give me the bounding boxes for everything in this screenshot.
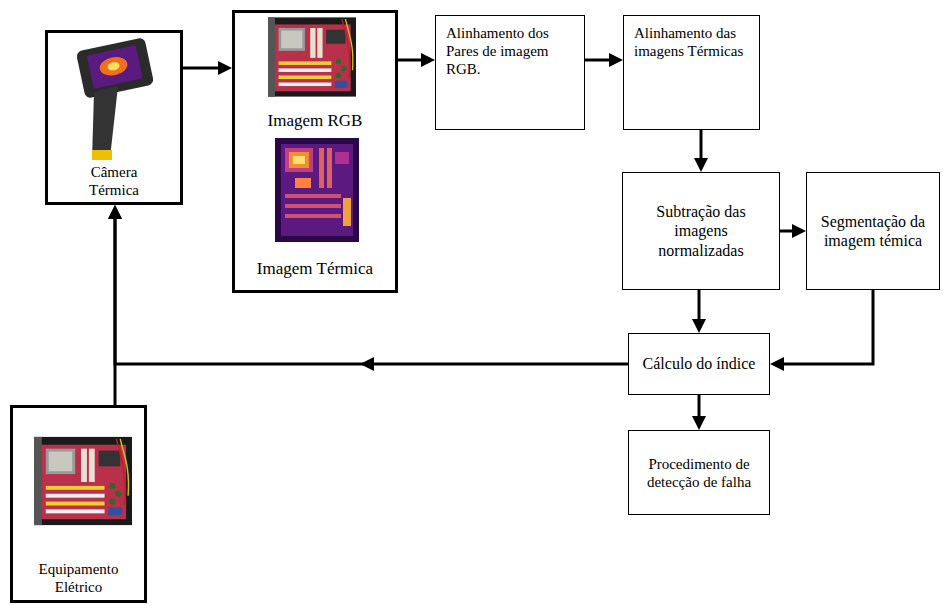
arrow-connector xyxy=(108,205,122,405)
process-box: Subtração das imagens normalizadas xyxy=(622,172,780,290)
arrow-connector xyxy=(692,290,706,333)
arrow-connector xyxy=(183,61,232,75)
arrow-head xyxy=(421,53,435,67)
node-label: Câmera Térmica xyxy=(74,163,154,199)
arrow-connector xyxy=(585,53,623,67)
process-box: Alinhamento das imagens Térmicas xyxy=(623,15,760,130)
process-box: Procedimento de detecção de falha xyxy=(628,430,770,515)
node-label: Equipamento Elétrico xyxy=(31,560,126,596)
arrow-connector xyxy=(108,205,628,371)
equipment-box: Equipamento Elétrico xyxy=(10,405,147,603)
process-box: Alinhamento dos Pares de imagem RGB. xyxy=(435,15,585,130)
rgb-board-photo xyxy=(268,17,356,96)
connector-line xyxy=(698,290,701,319)
node-label: Subtração das imagens normalizadas xyxy=(631,202,771,260)
arrow-connector xyxy=(398,53,435,67)
arrow-head xyxy=(792,224,806,238)
connector-line xyxy=(698,395,701,416)
process-box: Cálculo do índice xyxy=(628,333,770,395)
node-label: Segmentação da imagem témica xyxy=(815,212,931,250)
camera-box: Câmera Térmica xyxy=(45,30,183,205)
arrow-head xyxy=(770,357,784,371)
image-pair-box: Imagem RGB Imagem Térmica xyxy=(232,10,398,293)
node-label: Cálculo do índice xyxy=(643,354,756,373)
arrow-head xyxy=(692,416,706,430)
process-box: Segmentação da imagem témica xyxy=(806,172,940,290)
connector-line xyxy=(398,59,421,62)
connector-line xyxy=(114,219,117,405)
arrow-head xyxy=(694,158,708,172)
arrow-head xyxy=(360,357,374,371)
arrow-head xyxy=(108,205,122,219)
equipment-photo xyxy=(34,437,132,525)
arrow-head xyxy=(692,319,706,333)
connector-line xyxy=(585,59,609,62)
arrow-connector xyxy=(692,395,706,430)
arrow-connector xyxy=(770,290,873,371)
arrow-head xyxy=(609,53,623,67)
arrow-connector xyxy=(694,130,708,172)
thermal-board-image xyxy=(275,138,359,242)
connector-line xyxy=(700,130,703,158)
arrow-head xyxy=(218,61,232,75)
node-label: Imagem Térmica xyxy=(239,259,391,279)
connector-line xyxy=(183,67,218,70)
arrow-connector xyxy=(780,224,806,238)
arrow-head xyxy=(108,205,122,219)
node-label: Alinhamento das imagens Térmicas xyxy=(634,24,749,60)
node-label: Imagem RGB xyxy=(239,111,391,131)
node-label: Alinhamento dos Pares de imagem RGB. xyxy=(446,24,574,78)
thermal-camera-picture xyxy=(76,37,154,160)
node-label: Procedimento de detecção de falha xyxy=(637,455,761,491)
connector-line xyxy=(780,230,792,233)
connector-line xyxy=(784,290,873,364)
